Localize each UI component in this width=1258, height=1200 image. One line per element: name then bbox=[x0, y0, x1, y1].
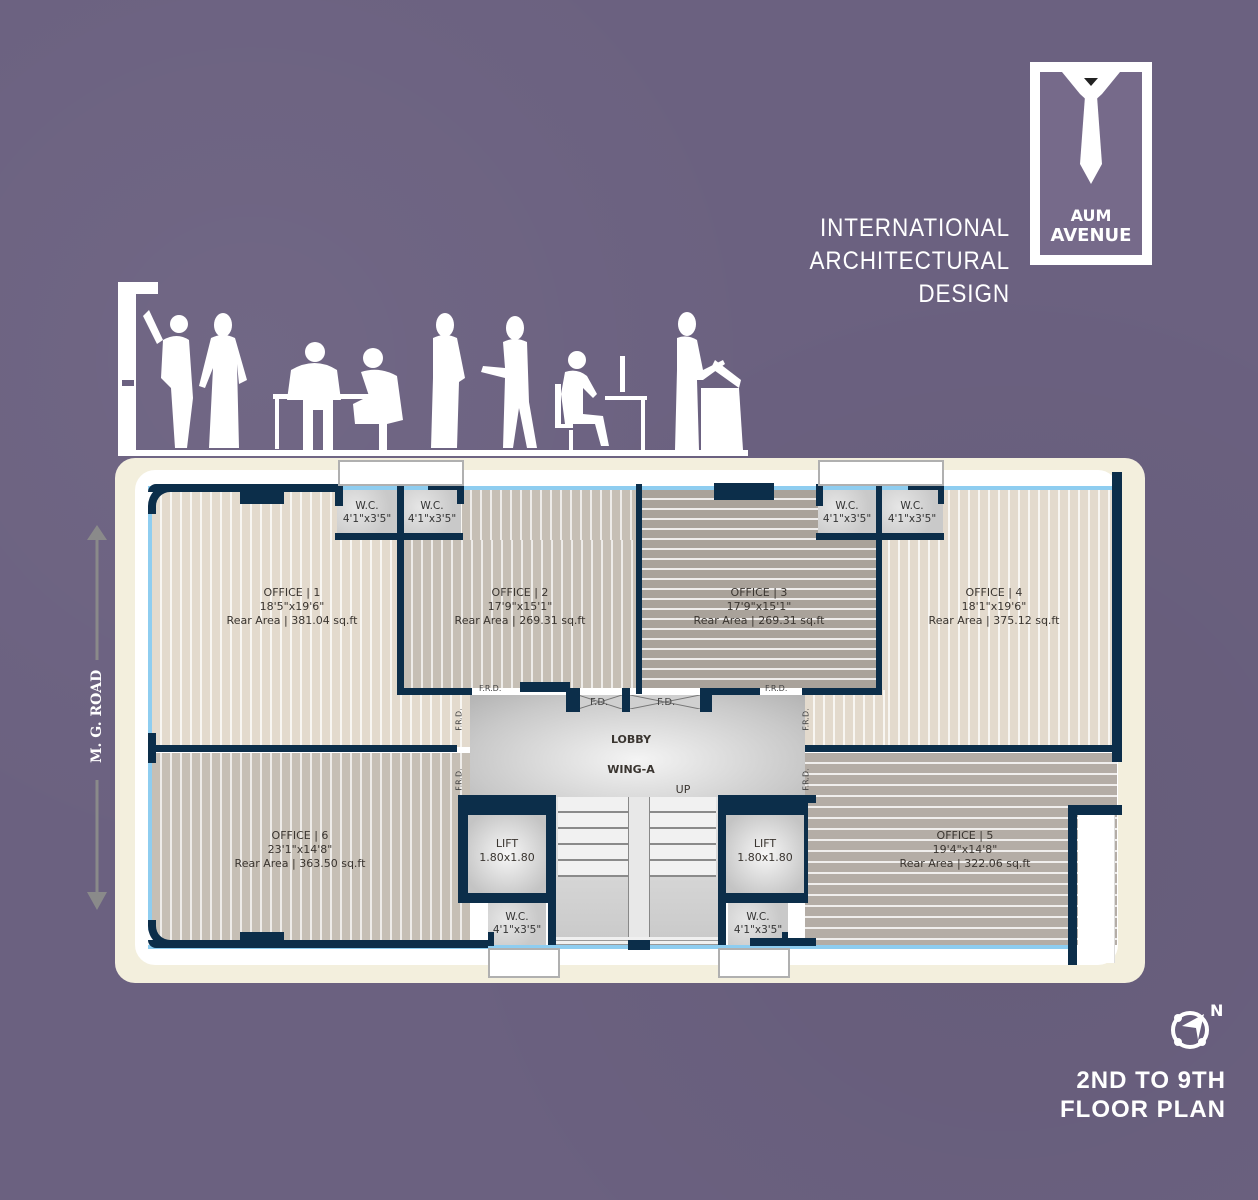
office-2-upper bbox=[462, 490, 638, 540]
stair-flight-down bbox=[558, 797, 628, 877]
wc-office-6[interactable]: W.C.4'1"x3'5" bbox=[488, 903, 546, 945]
lift-right-label: LIFT 1.80x1.80 bbox=[737, 837, 793, 864]
floor-title-line-2: FLOOR PLAN bbox=[1060, 1096, 1226, 1123]
mg-road-marker: M. G. ROAD bbox=[82, 520, 112, 920]
staircase[interactable] bbox=[556, 797, 718, 945]
wc-office-3[interactable]: W.C.4'1"x3'5" bbox=[818, 490, 876, 534]
office-6-label: OFFICE | 6 23'1"x14'8" Rear Area | 363.5… bbox=[234, 829, 366, 870]
open-shaft bbox=[1078, 815, 1115, 963]
road-label: M. G. ROAD bbox=[89, 669, 105, 763]
frd-label-top-right: F.R.D. bbox=[765, 684, 788, 693]
wing-label: WING-A bbox=[607, 763, 655, 776]
logo-text-avenue: AVENUE bbox=[1050, 225, 1132, 246]
stair-flight-up bbox=[648, 797, 716, 877]
office-5-label: OFFICE | 5 19'4"x14'8" Rear Area | 322.0… bbox=[899, 829, 1031, 870]
stair-up-label: UP bbox=[675, 783, 691, 796]
frd-label-left-lower: F.R.D. bbox=[454, 768, 464, 791]
logo-text-aum: AUM bbox=[1070, 206, 1112, 225]
tagline-line-2: ARCHITECTURAL DESIGN bbox=[809, 247, 1010, 308]
window-bottom-right bbox=[718, 948, 790, 978]
lobby-label: LOBBY bbox=[610, 733, 652, 746]
double-arrow-icon bbox=[87, 525, 107, 910]
wc-office-2[interactable]: W.C.4'1"x3'5" bbox=[403, 490, 461, 534]
office-2-label: OFFICE | 2 17'9"x15'1" Rear Area | 269.3… bbox=[454, 586, 586, 627]
svg-text:N: N bbox=[1210, 1001, 1223, 1020]
necktie-icon bbox=[1062, 72, 1120, 184]
frd-label-right-lower: F.R.D. bbox=[801, 768, 811, 791]
wc-office-1[interactable]: W.C.4'1"x3'5" bbox=[337, 490, 397, 534]
frd-label-top-left: F.R.D. bbox=[479, 684, 502, 693]
office-2[interactable]: OFFICE | 2 17'9"x15'1" Rear Area | 269.3… bbox=[403, 535, 638, 688]
fire-door-2: F.D. bbox=[630, 695, 700, 709]
office-5[interactable]: OFFICE | 5 19'4"x14'8" Rear Area | 322.0… bbox=[805, 753, 1117, 945]
glass-facade-bottom bbox=[148, 945, 1068, 949]
lift-left[interactable]: LIFT 1.80x1.80 bbox=[468, 815, 546, 893]
office-people-silhouettes-illustration bbox=[118, 282, 748, 456]
floor-plan-title: 2ND TO 9TH FLOOR PLAN bbox=[1000, 1066, 1226, 1124]
tagline: INTERNATIONAL ARCHITECTURAL DESIGN bbox=[731, 212, 1010, 311]
office-3-label: OFFICE | 3 17'9"x15'1" Rear Area | 269.3… bbox=[693, 586, 825, 627]
office-1-label: OFFICE | 1 18'5"x19'6" Rear Area | 381.0… bbox=[226, 586, 358, 627]
office-4-annex bbox=[805, 690, 885, 747]
aum-avenue-logo: AUM AVENUE bbox=[1030, 62, 1152, 265]
lobby-wing-a[interactable]: LOBBY WING-A UP bbox=[470, 695, 805, 803]
tagline-line-1: INTERNATIONAL bbox=[819, 214, 1010, 242]
glass-facade-left bbox=[148, 510, 152, 930]
stair-handrail bbox=[628, 797, 650, 945]
fire-door-1: F.D. bbox=[578, 695, 622, 709]
frd-label-right-upper: F.R.D. bbox=[801, 708, 811, 731]
window-top-left bbox=[338, 460, 464, 486]
frd-label-left-upper: F.R.D. bbox=[454, 708, 464, 731]
lift-right[interactable]: LIFT 1.80x1.80 bbox=[726, 815, 804, 893]
office-4-label: OFFICE | 4 18'1"x19'6" Rear Area | 375.1… bbox=[928, 586, 1060, 627]
office-6[interactable]: OFFICE | 6 23'1"x14'8" Rear Area | 363.5… bbox=[152, 753, 470, 945]
glass-facade-top bbox=[148, 486, 1114, 490]
compass-north-icon: N bbox=[1171, 1001, 1223, 1049]
floor-title-line-1: 2ND TO 9TH bbox=[1076, 1067, 1226, 1094]
lift-left-label: LIFT 1.80x1.80 bbox=[479, 837, 535, 864]
window-bottom-left bbox=[488, 948, 560, 978]
window-top-right bbox=[818, 460, 944, 486]
office-3[interactable]: OFFICE | 3 17'9"x15'1" Rear Area | 269.3… bbox=[642, 490, 876, 688]
office-4[interactable]: OFFICE | 4 18'1"x19'6" Rear Area | 375.1… bbox=[880, 490, 1116, 747]
logo-panel: AUM AVENUE bbox=[1040, 72, 1142, 255]
wc-office-4[interactable]: W.C.4'1"x3'5" bbox=[881, 490, 943, 534]
